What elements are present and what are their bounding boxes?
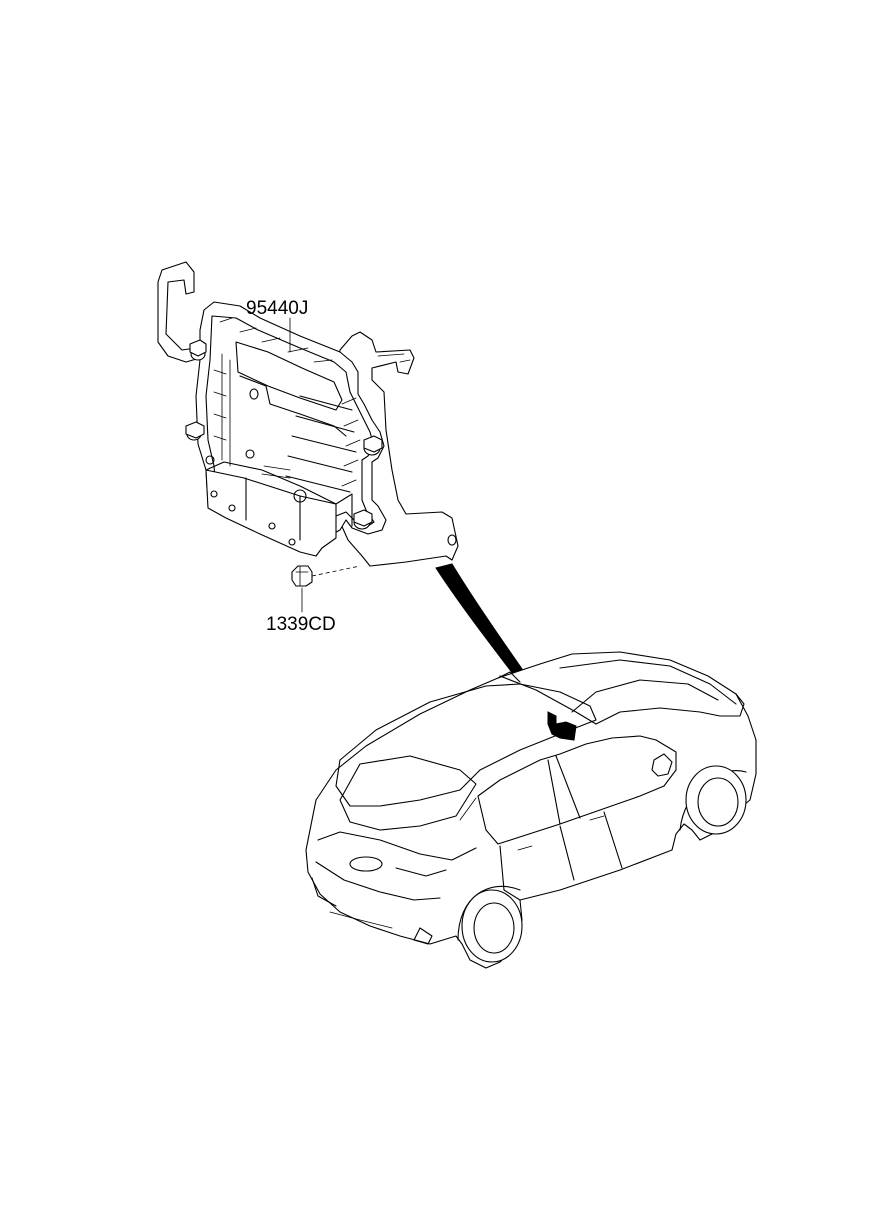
nut-alignment-line bbox=[311, 565, 361, 577]
mounting-bolt-upper-left bbox=[189, 339, 207, 361]
nut-part-number-label[interactable]: 1339CD bbox=[266, 614, 336, 635]
hex-nut-part[interactable] bbox=[291, 565, 313, 587]
mounting-bolt-mid-left bbox=[185, 421, 205, 441]
control-module-assembly[interactable] bbox=[157, 261, 459, 567]
mounting-bolt-right bbox=[363, 435, 383, 456]
vehicle-illustration bbox=[305, 651, 757, 969]
module-part-number-label[interactable]: 95440J bbox=[246, 298, 308, 319]
module-location-marker bbox=[547, 711, 577, 741]
mounting-bolt-lower-right bbox=[353, 509, 373, 530]
left-bracket-tab bbox=[157, 261, 201, 363]
module-housing bbox=[195, 301, 387, 557]
